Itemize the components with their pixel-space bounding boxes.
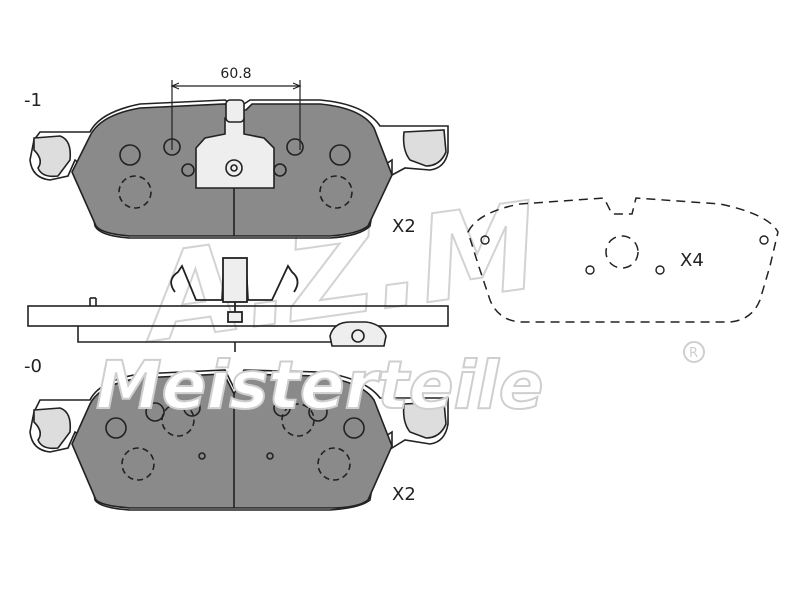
top-pad-hole [181,163,195,177]
bottom-pad-hole [105,417,127,439]
bottom-pad-friction-material [71,373,393,509]
bottom-pad-backing-plate [29,369,449,511]
shim-holes [480,235,769,275]
bottom-pad-hole-dashed [161,403,195,437]
variant-top-label: -1 [24,90,42,111]
svg-text:R: R [689,346,698,361]
shim-outline [467,197,779,323]
top-pad-right-ear [402,129,447,167]
side-profile [27,297,449,352]
top-pad-hole [286,138,304,156]
top-pad-hole [273,163,287,177]
top-pad-clip-tab [225,99,245,123]
bottom-pad-hole-dashed [317,447,351,481]
bottom-pad-hole-dashed [281,403,315,437]
spring-clip [170,257,299,323]
bottom-pad-hole [145,402,165,422]
bottom-pad-hole [183,399,201,417]
bottom-pad-hole [343,417,365,439]
bottom-pad-left-ear [33,407,72,450]
qty-shim-label: X4 [680,250,704,271]
registered-mark: R [683,341,705,363]
bottom-pad-hole [308,402,328,422]
bottom-pad-right-ear [402,401,447,439]
bottom-pad-hole-small [266,452,274,460]
top-pad-hole [119,144,141,166]
dimension-label: 60.8 [220,66,251,82]
top-pad-hole [329,144,351,166]
qty-top-label: X2 [392,216,416,237]
top-pad-clip-rivet-inner [230,164,238,172]
dimension-60-8 [170,80,302,150]
top-pad [29,99,449,239]
bottom-pad [29,369,449,511]
shim [467,197,779,323]
side-profile-backing [27,305,449,327]
watermark-text: Meisterteile [96,347,544,424]
variant-bottom-label: -0 [24,356,42,377]
top-pad-clip-rivet [225,159,243,177]
side-profile-clip [329,321,387,347]
shim-hole-large [605,235,639,269]
bottom-pad-hole-dashed [121,447,155,481]
bottom-pad-hole-small [198,452,206,460]
top-pad-hole-dashed [319,175,353,209]
qty-bottom-label: X2 [392,484,416,505]
top-pad-wear-clip [195,117,275,189]
top-pad-left-ear [33,135,72,178]
top-pad-hole-dashed [118,175,152,209]
